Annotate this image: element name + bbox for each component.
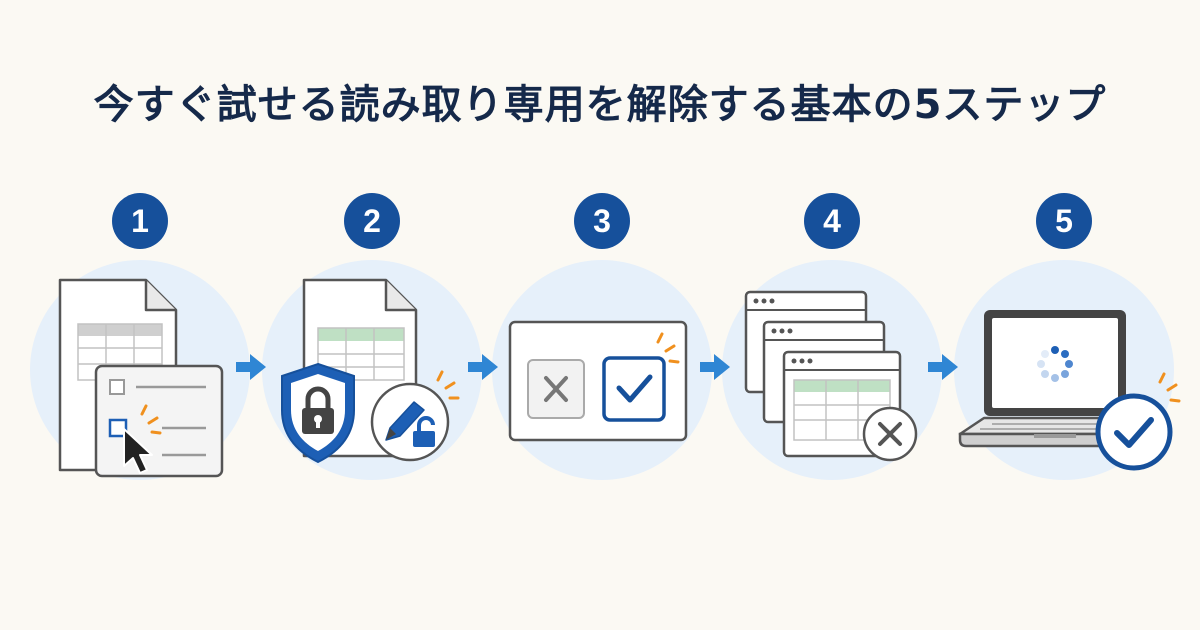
- step-2-illustration: [281, 278, 460, 464]
- sparkle-icon: [1158, 372, 1181, 403]
- step-4-illustration: [744, 290, 918, 462]
- sparkle-icon: [656, 332, 680, 364]
- step-5-illustration: [958, 310, 1181, 471]
- cancel-button: [527, 359, 585, 419]
- arrow-right-icon: [236, 354, 266, 380]
- close-icon: [862, 406, 918, 462]
- arrow-right-icon: [700, 354, 730, 380]
- arrow-right-icon: [928, 354, 958, 380]
- close-icon: [544, 376, 568, 402]
- check-icon: [616, 374, 653, 403]
- arrow-right-icon: [468, 354, 498, 380]
- step-3-illustration: [508, 320, 688, 442]
- loading-spinner-icon: [1037, 346, 1073, 382]
- step-4-badge: 4: [804, 193, 860, 249]
- options-panel-icon: [94, 364, 224, 478]
- edit-unlock-icon: [370, 382, 450, 462]
- step-5-badge: 5: [1036, 193, 1092, 249]
- click-sparkle-icon: [140, 404, 162, 435]
- mouse-cursor-icon: [123, 428, 153, 474]
- confirm-button: [602, 356, 666, 422]
- step-1-illustration: [58, 278, 224, 478]
- step-3-badge: 3: [574, 193, 630, 249]
- step-2-badge: 2: [344, 193, 400, 249]
- shield-lock-icon: [281, 362, 355, 464]
- page-title: 今すぐ試せる読み取り専用を解除する基本の5ステップ: [93, 82, 1107, 128]
- step-1-badge: 1: [112, 193, 168, 249]
- sparkle-icon: [436, 370, 460, 400]
- success-check-icon: [1095, 393, 1173, 471]
